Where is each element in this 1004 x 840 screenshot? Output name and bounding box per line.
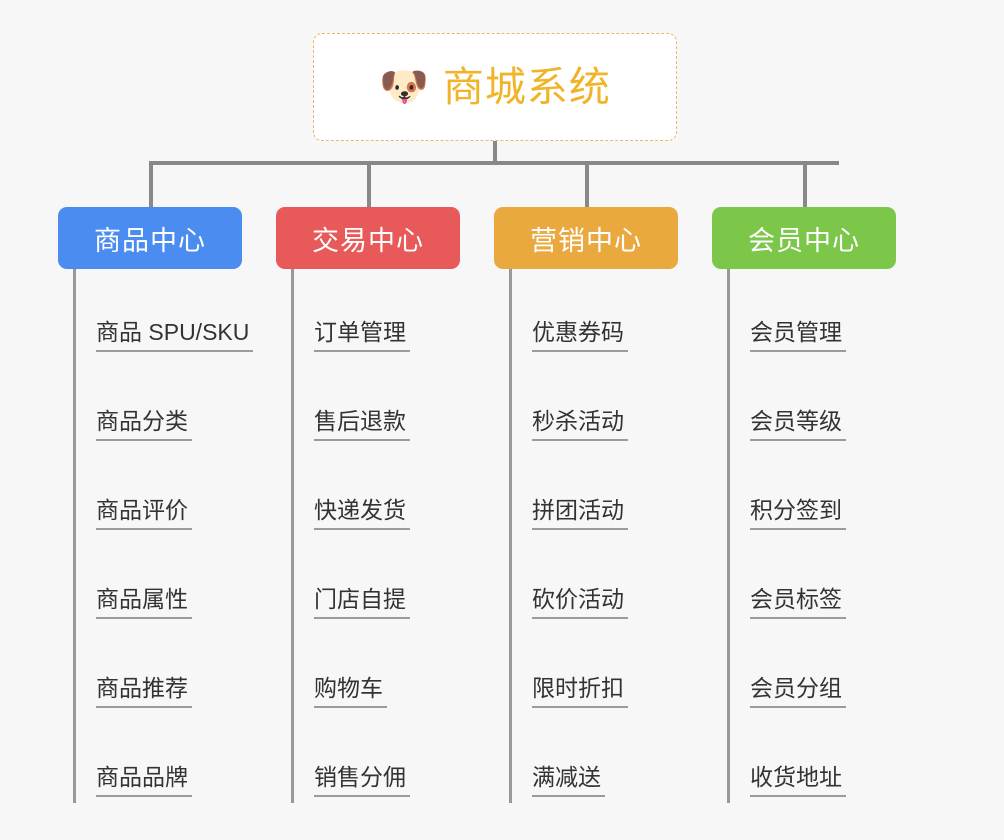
list-item-label: 优惠券码 (532, 319, 628, 352)
list-item-label: 商品属性 (96, 586, 192, 619)
root-stem-connector (493, 141, 497, 163)
branch-items-products: 商品 SPU/SKU 商品分类 商品评价 商品属性 商品推荐 商品品牌 (73, 269, 260, 803)
list-item[interactable]: 购物车 (294, 625, 478, 714)
list-item-label: 商品推荐 (96, 675, 192, 708)
list-item-label: 商品评价 (96, 497, 192, 530)
branch-drop-connector-products (149, 161, 153, 207)
list-item-label: 秒杀活动 (532, 408, 628, 441)
list-item[interactable]: 商品评价 (76, 447, 260, 536)
list-item[interactable]: 限时折扣 (512, 625, 696, 714)
branch-drop-connector-member (803, 161, 807, 207)
list-item[interactable]: 商品分类 (76, 358, 260, 447)
list-item-label: 会员分组 (750, 675, 846, 708)
shiba-dog-icon: 🐶 (379, 65, 429, 109)
list-item-label: 积分签到 (750, 497, 846, 530)
list-item[interactable]: 门店自提 (294, 536, 478, 625)
list-item-label: 满减送 (532, 764, 605, 797)
list-item[interactable]: 快递发货 (294, 447, 478, 536)
list-item[interactable]: 会员分组 (730, 625, 914, 714)
branch-items-marketing: 优惠券码 秒杀活动 拼团活动 砍价活动 限时折扣 满减送 (509, 269, 696, 803)
branch-items-member: 会员管理 会员等级 积分签到 会员标签 会员分组 收货地址 (727, 269, 914, 803)
list-item-label: 订单管理 (314, 319, 410, 352)
list-item-label: 拼团活动 (532, 497, 628, 530)
branch-header-label: 会员中心 (748, 225, 860, 256)
list-item-label: 商品分类 (96, 408, 192, 441)
list-item[interactable]: 商品 SPU/SKU (76, 269, 260, 358)
branch-items-trade: 订单管理 售后退款 快递发货 门店自提 购物车 销售分佣 (291, 269, 478, 803)
list-item[interactable]: 收货地址 (730, 714, 914, 803)
root-node-title: 商城系统 (442, 63, 611, 110)
list-item[interactable]: 商品品牌 (76, 714, 260, 803)
list-item[interactable]: 销售分佣 (294, 714, 478, 803)
list-item-label: 快递发货 (314, 497, 410, 530)
list-item-label: 会员等级 (750, 408, 846, 441)
root-node-mall-system[interactable]: 🐶 商城系统 (313, 33, 677, 141)
branch-header-label: 交易中心 (312, 225, 424, 256)
branch-header-label: 营销中心 (530, 225, 642, 256)
list-item-label: 商品 SPU/SKU (96, 319, 254, 352)
list-item[interactable]: 会员标签 (730, 536, 914, 625)
list-item[interactable]: 商品推荐 (76, 625, 260, 714)
list-item-label: 砍价活动 (532, 586, 628, 619)
branch-header-trade[interactable]: 交易中心 (276, 207, 460, 269)
list-item[interactable]: 砍价活动 (512, 536, 696, 625)
list-item[interactable]: 会员管理 (730, 269, 914, 358)
list-item-label: 会员标签 (750, 586, 846, 619)
list-item[interactable]: 拼团活动 (512, 447, 696, 536)
list-item[interactable]: 售后退款 (294, 358, 478, 447)
branch-header-label: 商品中心 (94, 225, 206, 256)
branch-header-products[interactable]: 商品中心 (58, 207, 242, 269)
branch-drop-connector-trade (367, 161, 371, 207)
list-item[interactable]: 会员等级 (730, 358, 914, 447)
list-item[interactable]: 订单管理 (294, 269, 478, 358)
list-item-label: 商品品牌 (96, 764, 192, 797)
list-item[interactable]: 积分签到 (730, 447, 914, 536)
branch-bus-connector (149, 161, 839, 165)
list-item-label: 销售分佣 (314, 764, 410, 797)
branch-header-member[interactable]: 会员中心 (712, 207, 896, 269)
list-item[interactable]: 秒杀活动 (512, 358, 696, 447)
list-item-label: 限时折扣 (532, 675, 628, 708)
list-item-label: 门店自提 (314, 586, 410, 619)
list-item-label: 购物车 (314, 675, 387, 708)
branch-drop-connector-marketing (585, 161, 589, 207)
list-item-label: 收货地址 (750, 764, 846, 797)
branch-header-marketing[interactable]: 营销中心 (494, 207, 678, 269)
list-item[interactable]: 商品属性 (76, 536, 260, 625)
list-item-label: 会员管理 (750, 319, 846, 352)
list-item[interactable]: 优惠券码 (512, 269, 696, 358)
list-item[interactable]: 满减送 (512, 714, 696, 803)
list-item-label: 售后退款 (314, 408, 410, 441)
